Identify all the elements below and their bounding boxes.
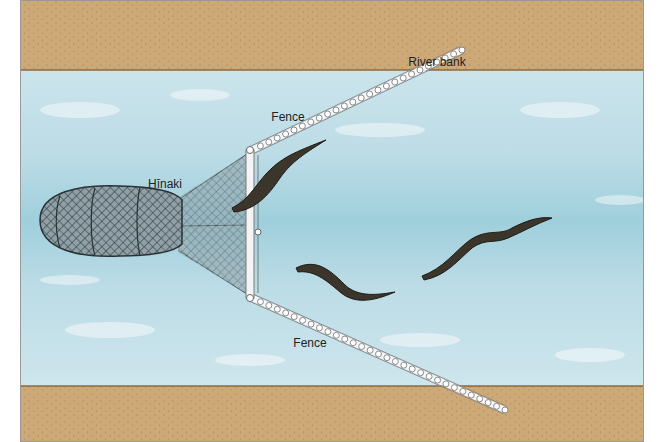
fence-post: [308, 119, 314, 125]
fence-post: [426, 373, 432, 379]
fence-post: [283, 310, 289, 316]
fence-post: [494, 403, 500, 409]
fence-post: [257, 299, 263, 305]
fence-post: [383, 83, 389, 89]
fence: [250, 46, 508, 413]
fence-post: [333, 332, 339, 338]
fence-post: [435, 377, 441, 383]
fence-post: [392, 358, 398, 364]
fence-label: Fence: [293, 337, 326, 349]
fence-post: [350, 99, 356, 105]
fence-post: [300, 317, 306, 323]
water-ripples: [40, 89, 645, 366]
fence-post: [350, 340, 356, 346]
fence-post: [266, 139, 272, 145]
bank-label: River bank: [408, 56, 465, 68]
fence-post: [375, 87, 381, 93]
fence-post: [341, 103, 347, 109]
river-bank: [20, 386, 644, 442]
fence-post: [468, 392, 474, 398]
fence-post: [502, 407, 508, 413]
fence-post: [283, 131, 289, 137]
fence-post: [477, 396, 483, 402]
eel: [232, 140, 552, 300]
fence-post: [342, 336, 348, 342]
fence-rail: [254, 294, 507, 406]
fence-rail: [250, 302, 503, 414]
fence-post: [333, 107, 339, 113]
fence-post: [401, 362, 407, 368]
fence-post: [316, 325, 322, 331]
fence-post: [299, 123, 305, 129]
fence-post: [485, 400, 491, 406]
fence-post: [316, 115, 322, 121]
fence-post: [358, 95, 364, 101]
fence-post: [367, 347, 373, 353]
fence-post: [325, 111, 331, 117]
fence-post: [459, 47, 465, 53]
fence-post: [308, 321, 314, 327]
fence-post: [325, 329, 331, 335]
fence-post: [384, 355, 390, 361]
fence-post: [291, 314, 297, 320]
fence-post: [359, 344, 365, 350]
fence-post: [266, 302, 272, 308]
fence-post: [392, 79, 398, 85]
hinaki-net: [40, 152, 250, 296]
fence-post: [274, 306, 280, 312]
fence-label: Fence: [271, 111, 304, 123]
fence-post: [400, 75, 406, 81]
fence-post: [291, 127, 297, 133]
weir-frame: [246, 147, 261, 302]
river-water: [20, 0, 644, 442]
fence-rail: [254, 54, 464, 154]
fence-post: [451, 385, 457, 391]
fence-post: [460, 388, 466, 394]
hinaki-label: Hīnaki: [148, 178, 182, 190]
fence-post: [409, 366, 415, 372]
fence-post: [418, 370, 424, 376]
fence-post: [443, 381, 449, 387]
fence-post: [257, 143, 263, 149]
fence-post: [376, 351, 382, 357]
river-bank: [20, 0, 644, 70]
fence-post: [409, 71, 415, 77]
fence-post: [367, 91, 373, 97]
fence-band: [252, 298, 505, 410]
fence-post: [274, 135, 280, 141]
